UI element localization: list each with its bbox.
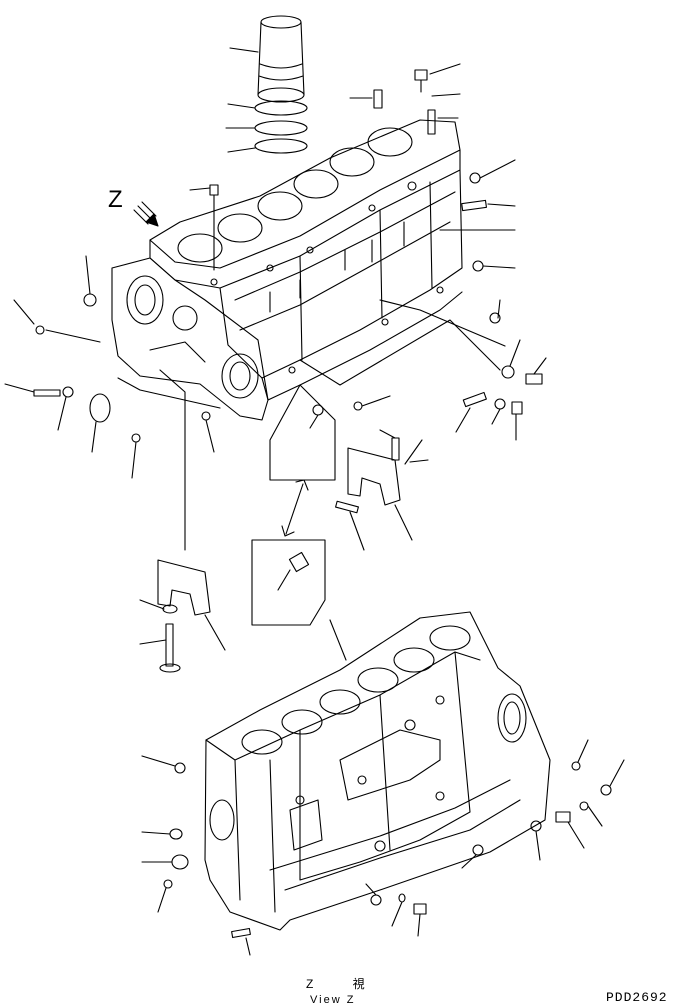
cylinder-liner xyxy=(225,15,308,154)
drawing-code: PDD2692 xyxy=(606,990,668,1005)
view-z-arrow-icon xyxy=(133,201,159,227)
lower-cylinder-block xyxy=(141,611,625,956)
upper-cylinder-block xyxy=(111,119,463,421)
view-caption-english: View Z xyxy=(310,994,356,1006)
detail-callouts xyxy=(139,384,429,673)
upper-fasteners xyxy=(4,63,547,551)
view-caption-japanese: Z 視 xyxy=(306,977,383,991)
view-letter-label: Z xyxy=(108,186,123,213)
